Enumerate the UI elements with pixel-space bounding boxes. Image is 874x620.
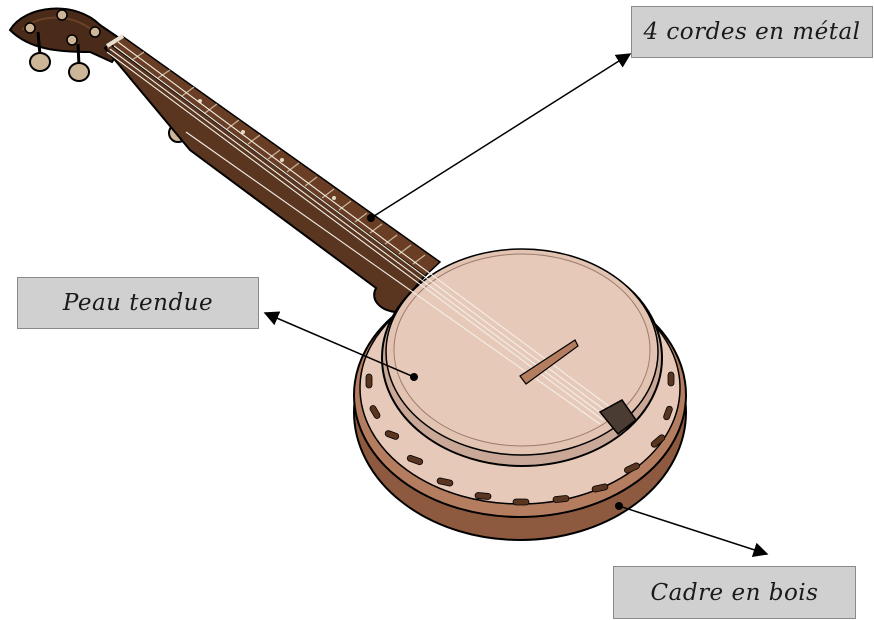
skin-arrow [263, 311, 415, 378]
strings-arrow [370, 53, 632, 219]
label-frame: Cadre en bois [613, 566, 856, 619]
label-strings-text: 4 cordes en métal [643, 19, 861, 45]
neck [103, 34, 442, 314]
label-frame-text: Cadre en bois [650, 579, 819, 606]
label-strings: 4 cordes en métal [631, 6, 873, 58]
frame-arrow [618, 505, 769, 557]
label-skin: Peau tendue [17, 277, 259, 329]
label-skin-text: Peau tendue [62, 290, 214, 316]
tailpiece [598, 399, 638, 436]
bridge [519, 339, 579, 385]
rim-brackets [365, 371, 675, 506]
annotation-arrows [263, 53, 769, 557]
